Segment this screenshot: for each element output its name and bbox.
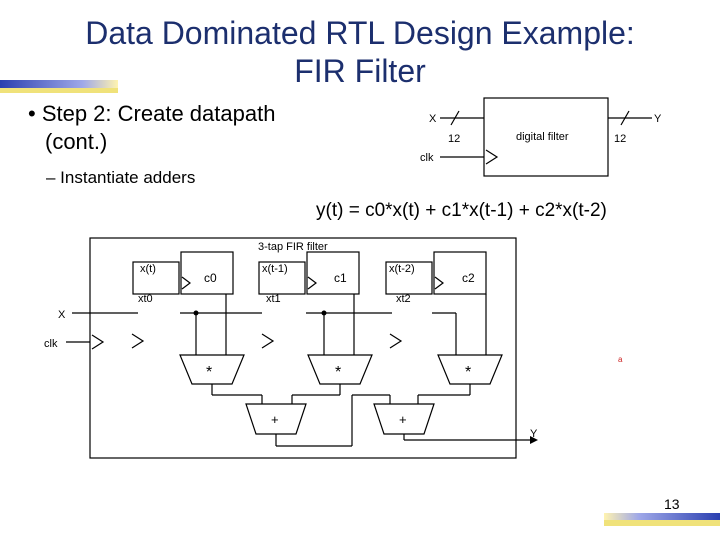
multiplier-0 — [179, 354, 245, 385]
wire-xt1-label: xt1 — [266, 293, 281, 305]
bullet-step2: • Step 2: Create datapath (cont.) — [28, 100, 275, 156]
fir-y-label: Y — [530, 428, 538, 440]
y-output-arrowhead — [530, 436, 538, 444]
decor-bar-bottom — [604, 513, 720, 520]
decor-bar-top — [0, 80, 118, 88]
top-clk-triangle — [485, 149, 499, 165]
mult2-symbol: * — [465, 364, 471, 381]
decor-bar-bottom-yellow — [604, 520, 720, 526]
reg-xt2-label: x(t-2) — [389, 263, 415, 275]
reg-c0-clk-triangle — [181, 276, 191, 290]
reg-c1-label: c1 — [334, 271, 347, 285]
wire-xt0-label: xt0 — [138, 293, 153, 305]
reg-xt1-label: x(t-1) — [262, 263, 288, 275]
multiplier-1 — [307, 354, 373, 385]
adder0-symbol: + — [271, 412, 279, 427]
clk-input-triangle — [91, 334, 105, 350]
reg-c2-label: c2 — [462, 271, 475, 285]
adder1-symbol: + — [399, 412, 407, 427]
junction-xt1 — [321, 310, 327, 316]
fir-box — [89, 237, 517, 459]
small-mark: a — [618, 355, 623, 364]
reg-xt1 — [258, 261, 306, 295]
wire-xt2-label: xt2 — [396, 293, 411, 305]
fir-equation: y(t) = c0*x(t) + c1*x(t-1) + c2*x(t-2) — [316, 200, 607, 221]
bullet-step2-line2: (cont.) — [45, 129, 108, 154]
reg-xt-label: x(t) — [140, 263, 156, 275]
page-number: 13 — [664, 496, 680, 512]
top-input-label: X — [429, 113, 437, 125]
reg-c1-clk-triangle — [307, 276, 317, 290]
top-input-bus-tick — [450, 110, 460, 126]
top-input-width: 12 — [448, 133, 460, 145]
top-output-label: Y — [654, 113, 662, 125]
adder-0 — [245, 403, 307, 435]
fir-clk-label: clk — [44, 338, 58, 350]
title-line-2: FIR Filter — [294, 53, 426, 89]
adder-1 — [373, 403, 435, 435]
reg-c0 — [180, 251, 234, 295]
top-clk-label: clk — [420, 152, 434, 164]
bullet-instantiate-adders: – Instantiate adders — [46, 168, 196, 187]
top-output-width: 12 — [614, 133, 626, 145]
digital-filter-block — [483, 97, 609, 177]
fir-x-label: X — [58, 309, 66, 321]
title-line-1: Data Dominated RTL Design Example: — [85, 15, 635, 51]
clk-triangle-3 — [389, 333, 403, 349]
mult0-symbol: * — [206, 364, 212, 381]
reg-c2 — [433, 251, 487, 295]
top-block-label: digital filter — [516, 131, 569, 143]
clk-triangle-1 — [131, 333, 145, 349]
reg-xt — [132, 261, 180, 295]
top-output-bus-tick — [620, 110, 630, 126]
mult1-symbol: * — [335, 364, 341, 381]
bullet-step2-line1: • Step 2: Create datapath — [28, 101, 276, 126]
reg-c2-clk-triangle — [434, 276, 444, 290]
clk-triangle-2 — [261, 333, 275, 349]
multiplier-2 — [437, 354, 503, 385]
fir-title: 3-tap FIR filter — [258, 241, 328, 253]
slide-title: Data Dominated RTL Design Example: FIR F… — [0, 14, 720, 90]
junction-xt0 — [193, 310, 199, 316]
reg-xt2 — [385, 261, 433, 295]
reg-c0-label: c0 — [204, 271, 217, 285]
reg-c1 — [306, 251, 360, 295]
decor-bar-top-yellow — [0, 88, 118, 93]
